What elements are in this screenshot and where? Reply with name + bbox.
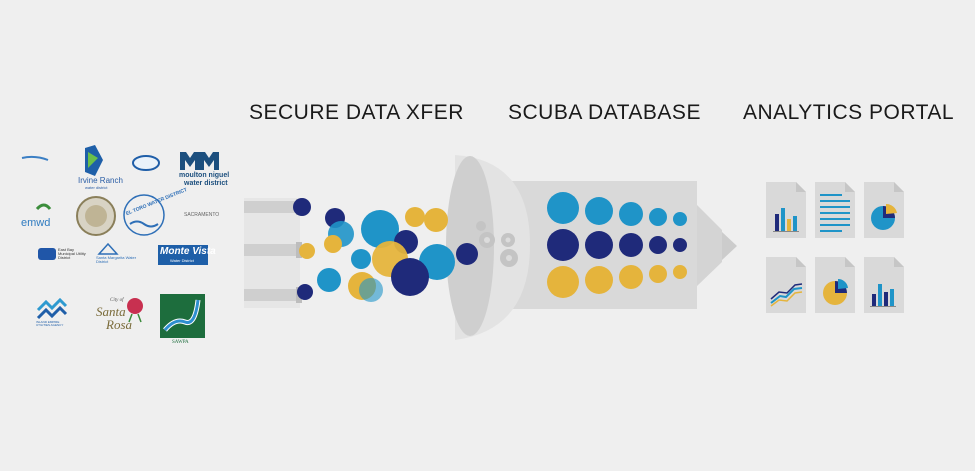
data-dot <box>361 210 399 248</box>
sorted-dot <box>649 208 667 226</box>
flowing-data-dots <box>293 198 478 302</box>
data-dot <box>297 284 313 300</box>
sorted-dot <box>649 265 667 283</box>
gear-icon <box>476 221 518 267</box>
data-dot <box>359 278 383 302</box>
logo-irvine-ranch: Irvine Ranch <box>78 176 123 185</box>
line-chart-doc-icon <box>766 257 806 313</box>
logo-santamargarita: Santa Margarita Water District <box>96 255 137 264</box>
logo-mark-moulton-2 <box>199 152 219 170</box>
data-dot <box>351 249 371 269</box>
sorted-dot <box>547 266 579 298</box>
logo-santarosa-rose <box>127 298 143 314</box>
logo-santarosa-stem <box>128 313 142 323</box>
sorted-dot <box>619 233 643 257</box>
logo-sacramento: SACRAMENTO <box>184 212 220 218</box>
sorted-dot <box>619 202 643 226</box>
sorted-dot <box>673 212 687 226</box>
pie-chart-doc-icon <box>815 257 855 313</box>
pipe-bottom <box>244 289 300 301</box>
logo-eltoro-ring <box>123 194 165 236</box>
sorted-dot <box>673 238 687 252</box>
sorted-dot <box>619 265 643 289</box>
data-dot <box>299 243 315 259</box>
data-dot <box>317 268 341 292</box>
nozzle-tip <box>722 232 737 260</box>
sorted-dot <box>547 229 579 261</box>
logo-sawpa: SAWPA <box>172 340 189 345</box>
data-dot <box>391 258 429 296</box>
logo-irvine-sub: water district <box>85 185 108 190</box>
bar-chart-doc-icon <box>864 257 904 313</box>
logo-santamarg-triangle <box>97 242 119 255</box>
transfer-pipes <box>244 198 302 308</box>
analytics-reports <box>766 182 904 313</box>
sorted-dot <box>585 197 613 225</box>
sorted-dot <box>649 236 667 254</box>
pie-chart-doc-icon <box>864 182 904 238</box>
logo-ebmud-mark <box>38 248 56 260</box>
client-logos-graphics <box>21 145 219 338</box>
data-dot <box>293 198 311 216</box>
logo-santarosa-cityof: City of <box>110 298 124 303</box>
logo-mark-moulton <box>180 152 200 170</box>
sorted-dot <box>547 192 579 224</box>
logo-montevista-sub: Water District <box>170 258 194 263</box>
logo-emwd: emwd <box>21 217 51 229</box>
logo-eastbay: East Bay Municipal Utility District <box>58 247 86 260</box>
pipe-middle <box>244 244 300 256</box>
logo-montevista: Monte Vista <box>160 246 216 257</box>
logo-sawpa-river-inner <box>163 299 200 331</box>
stage-title-scuba-database: SCUBA DATABASE <box>508 101 701 124</box>
data-dot <box>405 207 425 227</box>
logo-seal-inner <box>85 205 107 227</box>
logo-santarosa-rosa: Rosa <box>106 317 132 332</box>
logo-inland-wave <box>36 297 68 312</box>
logo-moulton-name: moulton niguel <box>179 172 230 179</box>
logo-eltoro-wave <box>129 220 159 228</box>
pipe-end-middle <box>296 242 302 258</box>
sorted-dot <box>673 265 687 279</box>
logo-santarosa-santa: Santa <box>96 304 126 319</box>
sorted-data-grid <box>547 192 687 298</box>
logo-mark-oval <box>132 155 160 171</box>
sorted-dot <box>585 231 613 259</box>
data-dot <box>324 235 342 253</box>
logo-montevista-bg <box>158 245 208 265</box>
tank-nozzle <box>697 205 722 286</box>
logo-moulton-sub: water district <box>184 180 228 187</box>
sorted-dot <box>585 266 613 294</box>
stage-title-analytics-portal: ANALYTICS PORTAL <box>743 101 955 124</box>
data-dot <box>456 243 478 265</box>
stage-title-secure-data-xfer: SECURE DATA XFER <box>249 101 464 124</box>
logo-inland: INLAND EMPIRE UTILITIES AGENCY <box>36 320 64 327</box>
logo-inland-wave-2 <box>36 305 68 320</box>
data-dot <box>424 208 448 232</box>
logo-mark-top-left <box>21 155 49 161</box>
logo-emwd-arc <box>35 203 52 211</box>
logo-mark-irvine-leaf <box>88 152 98 168</box>
text-doc-icon <box>815 182 855 238</box>
bar-chart-doc-icon <box>766 182 806 238</box>
pipe-top <box>244 201 300 213</box>
